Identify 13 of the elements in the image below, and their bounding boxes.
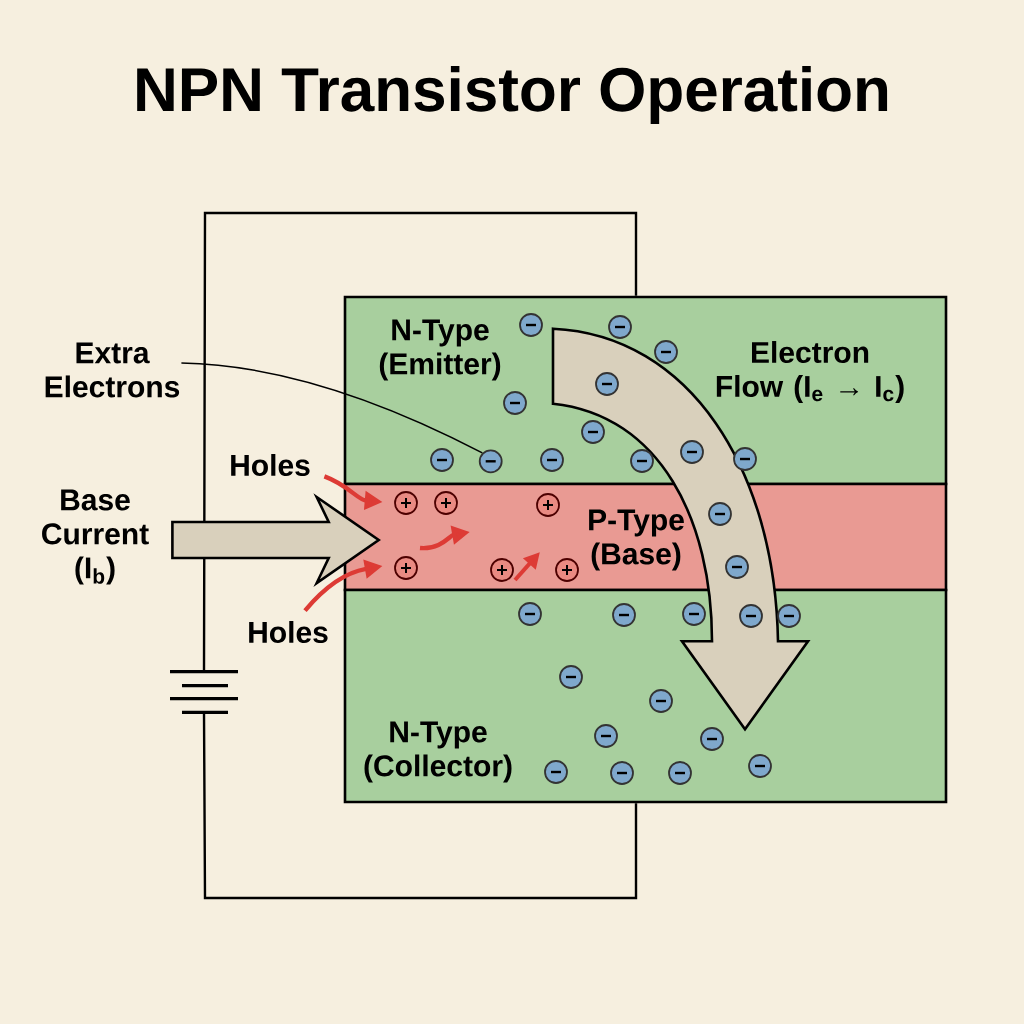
callout-label: Extra Electrons [45, 342, 180, 398]
flow-label: Electron Flow (I$_{e}$ → I$_{c}$) [716, 341, 904, 403]
curved-arrow [551, 327, 810, 731]
circuit-wire [202, 712, 638, 900]
callout-label: Base Current (I$_{b}$) [42, 489, 149, 585]
block-arrow [171, 493, 381, 587]
electron-symbol [478, 449, 503, 474]
leader-line [180, 362, 484, 454]
circuit-wire [202, 211, 638, 672]
callout-label: Holes [249, 621, 328, 643]
title: NPN Transistor Operation [137, 66, 888, 124]
callout-label: Holes [231, 454, 310, 476]
battery-symbol [168, 670, 240, 714]
